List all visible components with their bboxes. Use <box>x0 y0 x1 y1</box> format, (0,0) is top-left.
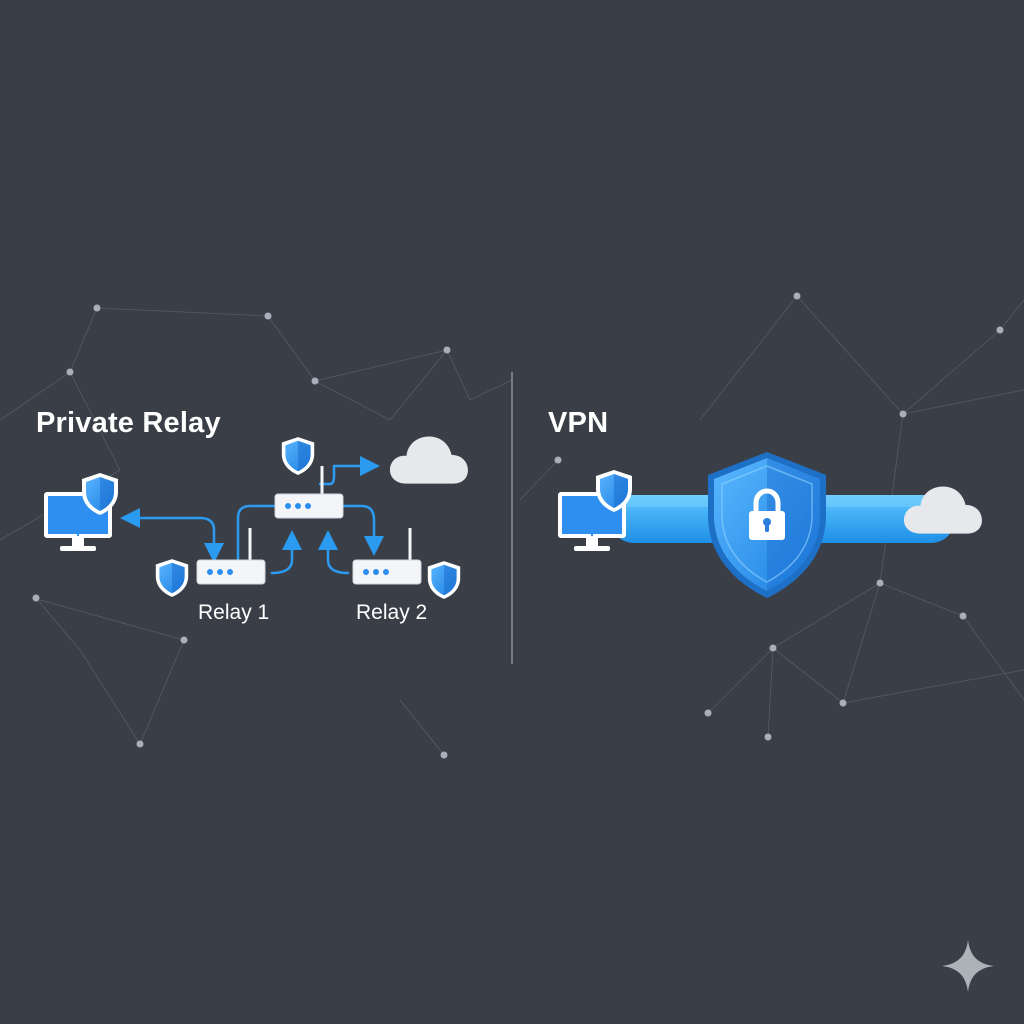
relay-2-label: Relay 2 <box>356 601 428 624</box>
relay-connectors <box>120 456 384 575</box>
router-icon <box>196 528 266 585</box>
vpn-title: VPN <box>548 407 609 439</box>
router-icon <box>274 466 344 519</box>
private-relay-title: Private Relay <box>36 407 221 439</box>
shield-icon <box>155 559 189 597</box>
cloud-icon <box>389 436 468 484</box>
vpn-diagram <box>558 452 982 598</box>
private-relay-diagram <box>44 436 468 599</box>
shield-icon <box>427 561 461 599</box>
arrow-icon <box>270 530 302 575</box>
sparkle-icon <box>942 940 994 992</box>
arrow-icon <box>342 504 384 556</box>
router-icon <box>352 528 422 585</box>
arrow-icon <box>198 516 224 563</box>
lock-icon <box>749 488 785 540</box>
arrow-icon <box>318 530 350 575</box>
relay-1-label: Relay 1 <box>198 601 270 624</box>
background-nodes <box>32 292 1004 759</box>
shield-icon <box>281 437 315 475</box>
cloud-icon <box>903 486 982 534</box>
arrow-icon <box>236 504 278 562</box>
arrow-icon <box>318 456 380 486</box>
